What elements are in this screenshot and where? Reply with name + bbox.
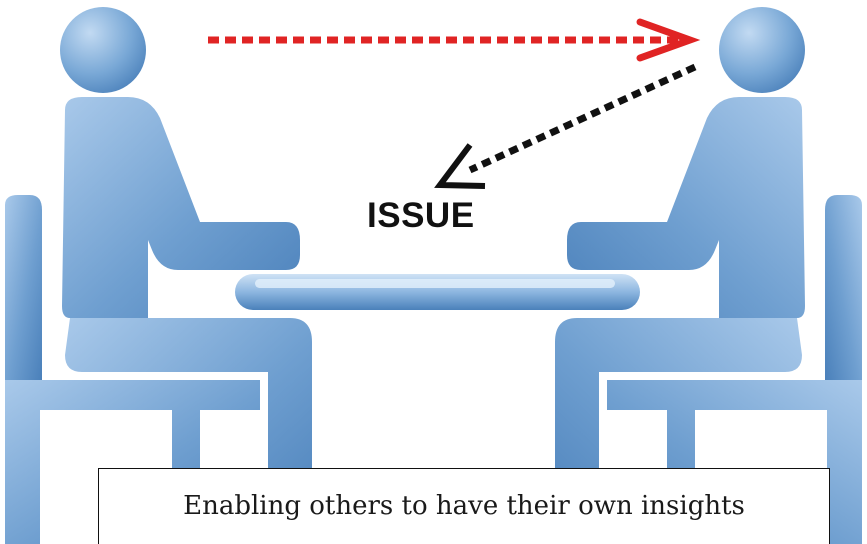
red-arrow-head [636, 18, 701, 62]
caption-box: Enabling others to have their own insigh… [98, 468, 830, 544]
caption-text: Enabling others to have their own insigh… [183, 490, 745, 521]
black-arrow-head [434, 143, 486, 189]
issue-label: ISSUE [367, 196, 475, 235]
table-highlight [255, 279, 615, 288]
right-person-torso [567, 97, 805, 318]
left-chair-back [5, 195, 42, 380]
red-arrow [208, 18, 701, 62]
right-chair-back [825, 195, 862, 380]
left-person-torso [62, 97, 300, 318]
left-person-head [60, 7, 146, 93]
right-person-head [719, 7, 805, 93]
black-arrow [434, 63, 697, 189]
black-arrow-shaft [468, 63, 697, 174]
